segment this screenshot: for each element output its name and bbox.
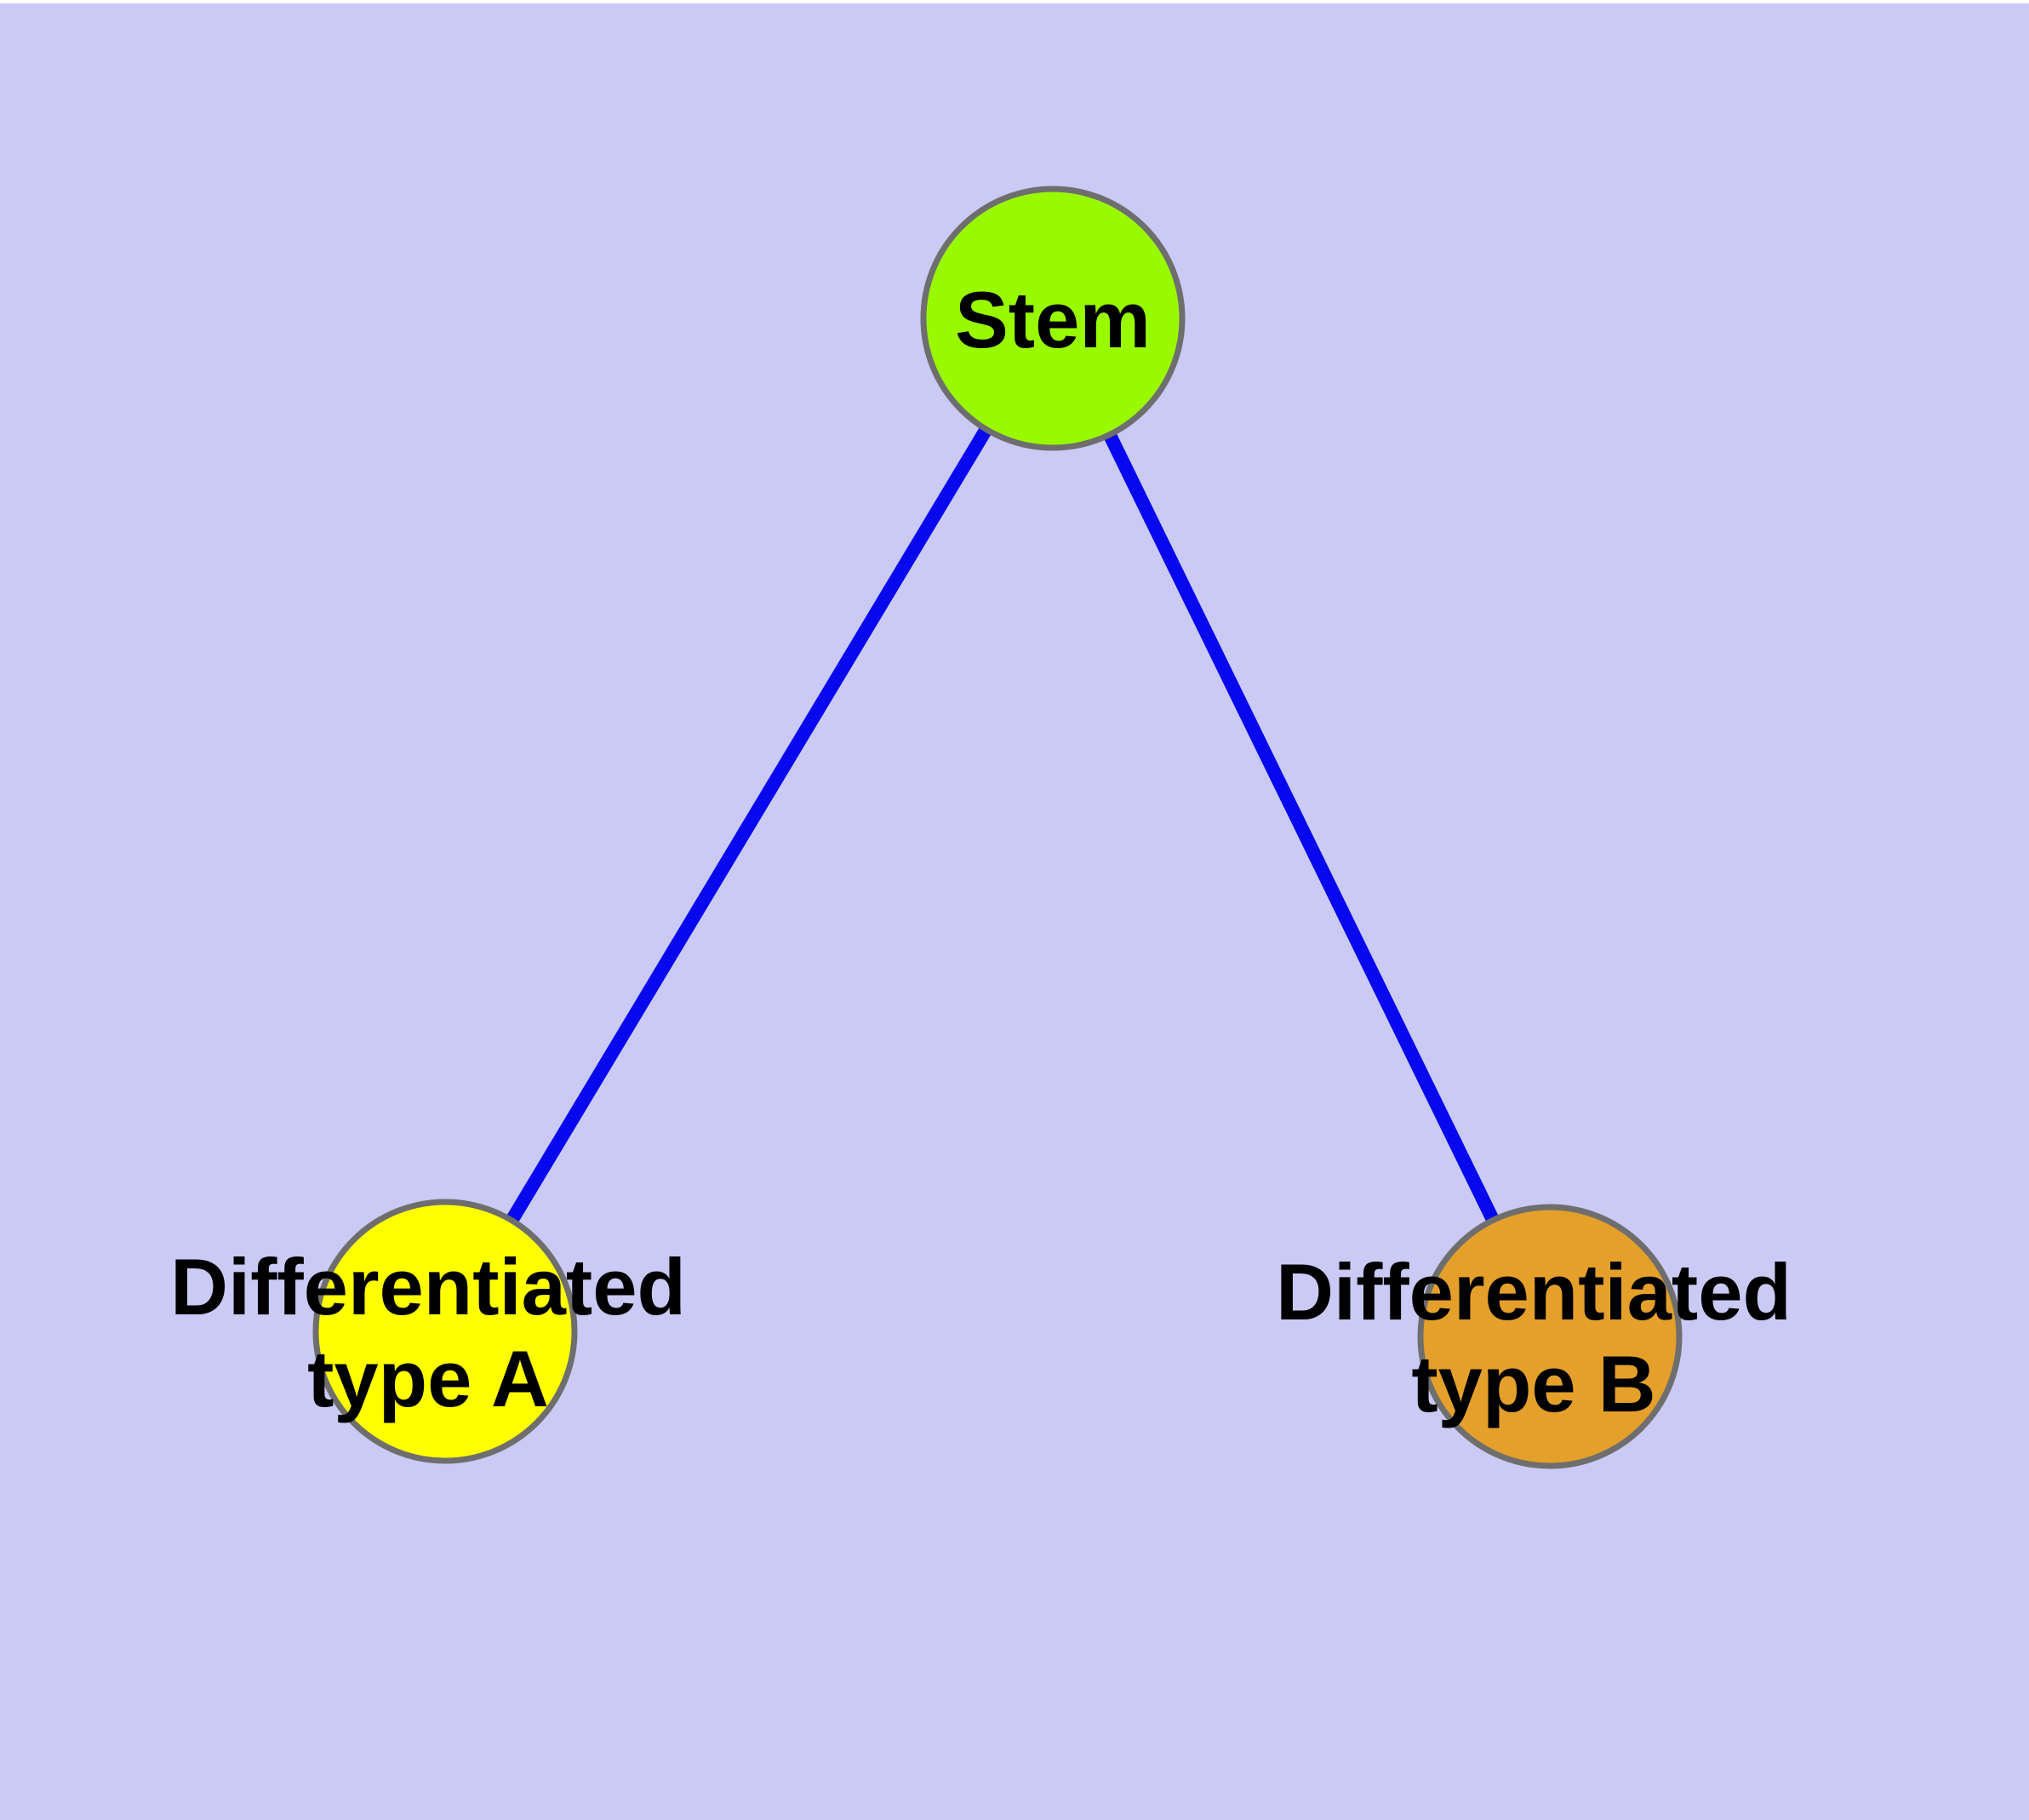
edge-stem-to-type-a (439, 314, 1059, 1336)
node-type-a-circle (312, 1199, 578, 1464)
top-margin-strip (0, 0, 2029, 3)
node-stem-circle (920, 186, 1186, 451)
node-stem-label: Stem (955, 275, 1151, 364)
node-type-b-label-line1: Differentiated (1276, 1247, 1792, 1336)
node-type-a-label-line1: Differentiated (170, 1242, 686, 1331)
edge-stem-to-type-b (1046, 315, 1557, 1340)
node-type-b-label-line2: type B (1411, 1339, 1655, 1428)
node-type-b-circle (1417, 1204, 1683, 1469)
node-type-a-label-line2: type A (307, 1334, 549, 1423)
